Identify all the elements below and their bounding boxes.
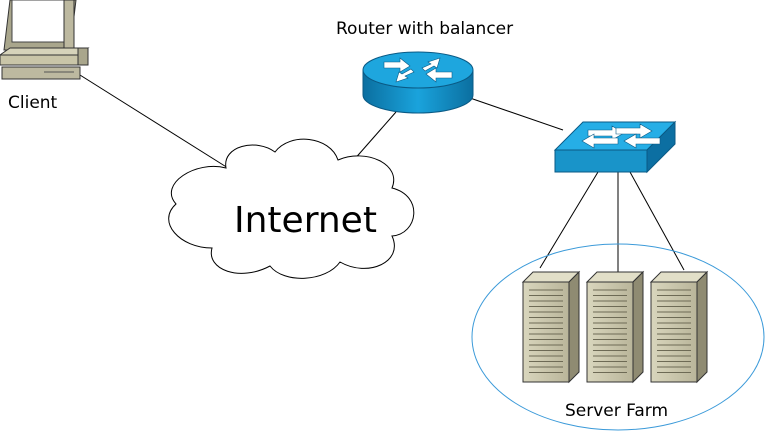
internet-label: Internet — [234, 200, 377, 241]
switch-icon — [553, 120, 677, 174]
client-label: Client — [8, 93, 58, 113]
server-farm-boundary — [471, 243, 765, 431]
link-switch-server-1 — [539, 171, 599, 269]
link-router-switch — [469, 97, 564, 131]
server-icon — [521, 270, 581, 384]
router-icon — [362, 51, 474, 114]
cloud-icon — [168, 138, 415, 279]
computer-icon — [0, 0, 90, 80]
server-group — [521, 270, 709, 384]
router-label: Router with balancer — [336, 19, 513, 39]
link-client-internet — [71, 69, 229, 169]
link-switch-server-3 — [629, 171, 685, 271]
server-farm-label: Server Farm — [565, 401, 668, 421]
server-icon — [649, 270, 709, 384]
server-icon — [585, 270, 645, 384]
